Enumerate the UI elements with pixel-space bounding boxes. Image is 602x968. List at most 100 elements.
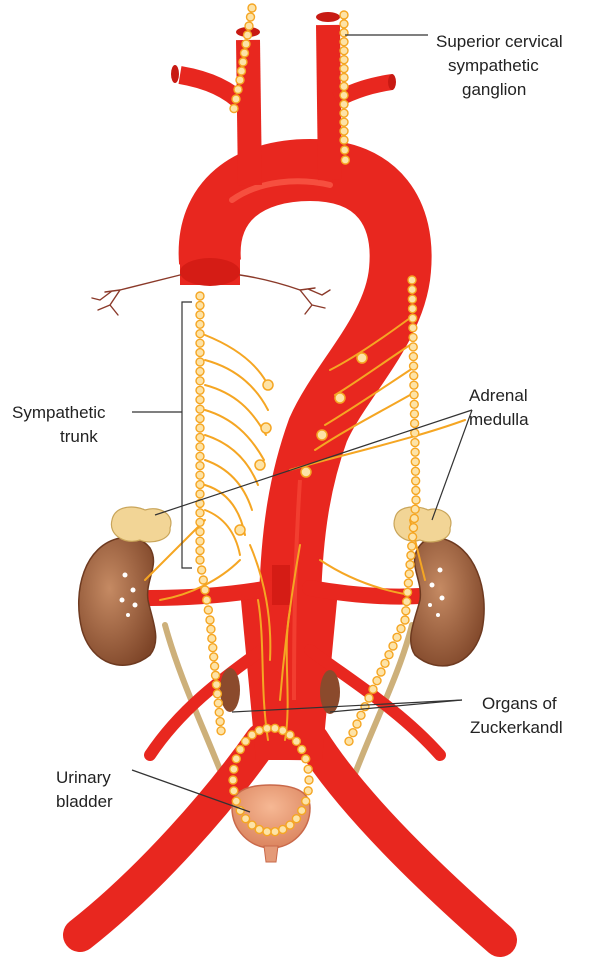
right-trunk-ganglion-bead [381, 659, 389, 667]
label-adrenal-medulla-2: medulla [469, 410, 529, 429]
right-trunk-ganglion-bead [409, 305, 417, 313]
left-trunk-ganglion-bead [196, 415, 204, 423]
label-urinary-bladder-2: bladder [56, 792, 113, 811]
pelvic-ganglion-bead [286, 731, 294, 739]
left-trunk-ganglion-bead [211, 662, 219, 670]
pelvic-ganglion-bead [305, 776, 313, 784]
right-cervical-ganglion-bead [340, 65, 348, 73]
left-trunk-ganglion-bead [213, 690, 221, 698]
left-cervical-ganglion-bead [248, 4, 256, 12]
right-cervical-ganglion-bead [340, 74, 348, 82]
right-kidney [411, 537, 484, 666]
right-trunk-ganglion-bead [407, 551, 415, 559]
right-trunk-ganglion-bead [345, 737, 353, 745]
right-trunk-ganglion-bead [409, 324, 417, 332]
right-trunk-ganglion-bead [412, 477, 420, 485]
right-trunk-ganglion-bead [357, 711, 365, 719]
left-cervical-ganglion-bead [238, 67, 246, 75]
left-trunk-ganglion-bead [196, 396, 204, 404]
left-cervical-ganglion-bead [234, 86, 242, 94]
left-trunk-ganglion-bead [214, 699, 222, 707]
right-cervical-ganglion-bead [340, 136, 348, 144]
pelvic-ganglion-bead [242, 737, 250, 745]
pelvic-ganglion-bead [230, 765, 238, 773]
pelvic-ganglion-bead [263, 828, 271, 836]
right-trunk-ganglion-bead [409, 524, 417, 532]
left-trunk-ganglion-bead [198, 566, 206, 574]
right-trunk-ganglion-bead [393, 633, 401, 641]
pelvic-ganglion-bead [248, 731, 256, 739]
left-trunk-ganglion-bead [201, 586, 209, 594]
urinary-bladder [232, 785, 310, 862]
right-trunk-ganglion-bead [408, 286, 416, 294]
right-trunk-ganglion-bead [409, 343, 417, 351]
left-trunk-ganglion-bead [199, 576, 207, 584]
label-superior-cervical-3: ganglion [462, 80, 526, 99]
left-trunk-ganglion-bead [196, 386, 204, 394]
left-trunk-ganglion-bead [196, 471, 204, 479]
label-superior-cervical-2: sympathetic [448, 56, 539, 75]
left-cervical-ganglion-bead [241, 49, 249, 57]
right-cervical-ganglion-bead [340, 11, 348, 19]
pelvic-ganglion-bead [304, 787, 312, 795]
left-trunk-ganglion-bead [196, 443, 204, 451]
renal-arteries [150, 565, 420, 605]
right-cervical-ganglion-bead [340, 118, 348, 126]
right-trunk-ganglion-bead [410, 514, 418, 522]
right-trunk-ganglion-bead [401, 616, 409, 624]
pelvic-ganglion-bead [236, 745, 244, 753]
left-trunk-ganglion-bead [196, 339, 204, 347]
label-organs-zuckerkandl-2: Zuckerkandl [470, 718, 563, 737]
label-organs-zuckerkandl-1: Organs of [482, 694, 557, 713]
right-trunk-ganglion-bead [373, 677, 381, 685]
pelvic-ganglion-bead [292, 737, 300, 745]
left-trunk-ganglion-bead [196, 537, 204, 545]
left-trunk-ganglion-bead [196, 547, 204, 555]
left-trunk-ganglion-bead [196, 301, 204, 309]
label-adrenal-medulla-1: Adrenal [469, 386, 528, 405]
pelvic-ganglion-bead [263, 724, 271, 732]
right-trunk-ganglion-bead [410, 362, 418, 370]
right-trunk-ganglion-bead [406, 561, 414, 569]
pelvic-ganglion-bead [230, 787, 238, 795]
pelvic-ganglion-bead [242, 815, 250, 823]
right-trunk-ganglion-bead [377, 668, 385, 676]
left-trunk-ganglion-bead [206, 616, 214, 624]
left-trunk-ganglion-bead [196, 509, 204, 517]
left-trunk-ganglion-bead [196, 462, 204, 470]
right-trunk-ganglion-bead [403, 598, 411, 606]
right-cervical-ganglion-bead [340, 100, 348, 108]
left-trunk-ganglion-bead [196, 452, 204, 460]
left-cervical-ganglion-bead [242, 40, 250, 48]
pelvic-ganglion-bead [298, 807, 306, 815]
right-trunk-ganglion-bead [389, 642, 397, 650]
right-trunk-ganglion-bead [402, 607, 410, 615]
left-trunk-ganglion-bead [209, 644, 217, 652]
right-trunk-ganglion-bead [411, 448, 419, 456]
right-cervical-ganglion-bead [341, 156, 349, 164]
right-cervical-ganglion-bead [340, 38, 348, 46]
pelvic-ganglion-bead [302, 755, 310, 763]
pelvic-ganglion-bead [279, 727, 287, 735]
pelvic-ganglion-bead [271, 828, 279, 836]
right-trunk-ganglion-bead [412, 496, 420, 504]
pelvic-ganglion-bead [255, 727, 263, 735]
right-cervical-ganglion-bead [340, 109, 348, 117]
right-cervical-ganglion-bead [340, 82, 348, 90]
label-superior-cervical-1: Superior cervical [436, 32, 563, 51]
left-trunk-ganglion-bead [212, 681, 220, 689]
pelvic-ganglion-bead [279, 825, 287, 833]
left-cervical-ganglion-bead [239, 58, 247, 66]
pelvic-ganglion-bead [232, 797, 240, 805]
pelvic-ganglion-bead [304, 765, 312, 773]
left-cervical-ganglion-bead [236, 76, 244, 84]
left-cervical-ganglion-bead [244, 31, 252, 39]
pelvic-ganglion-bead [302, 797, 310, 805]
pelvic-ganglion-bead [255, 825, 263, 833]
left-trunk-ganglion-bead [196, 528, 204, 536]
pelvic-ganglion-bead [229, 776, 237, 784]
right-trunk-ganglion-bead [408, 542, 416, 550]
label-urinary-bladder-1: Urinary [56, 768, 111, 787]
left-trunk-ganglion-bead [215, 708, 223, 716]
